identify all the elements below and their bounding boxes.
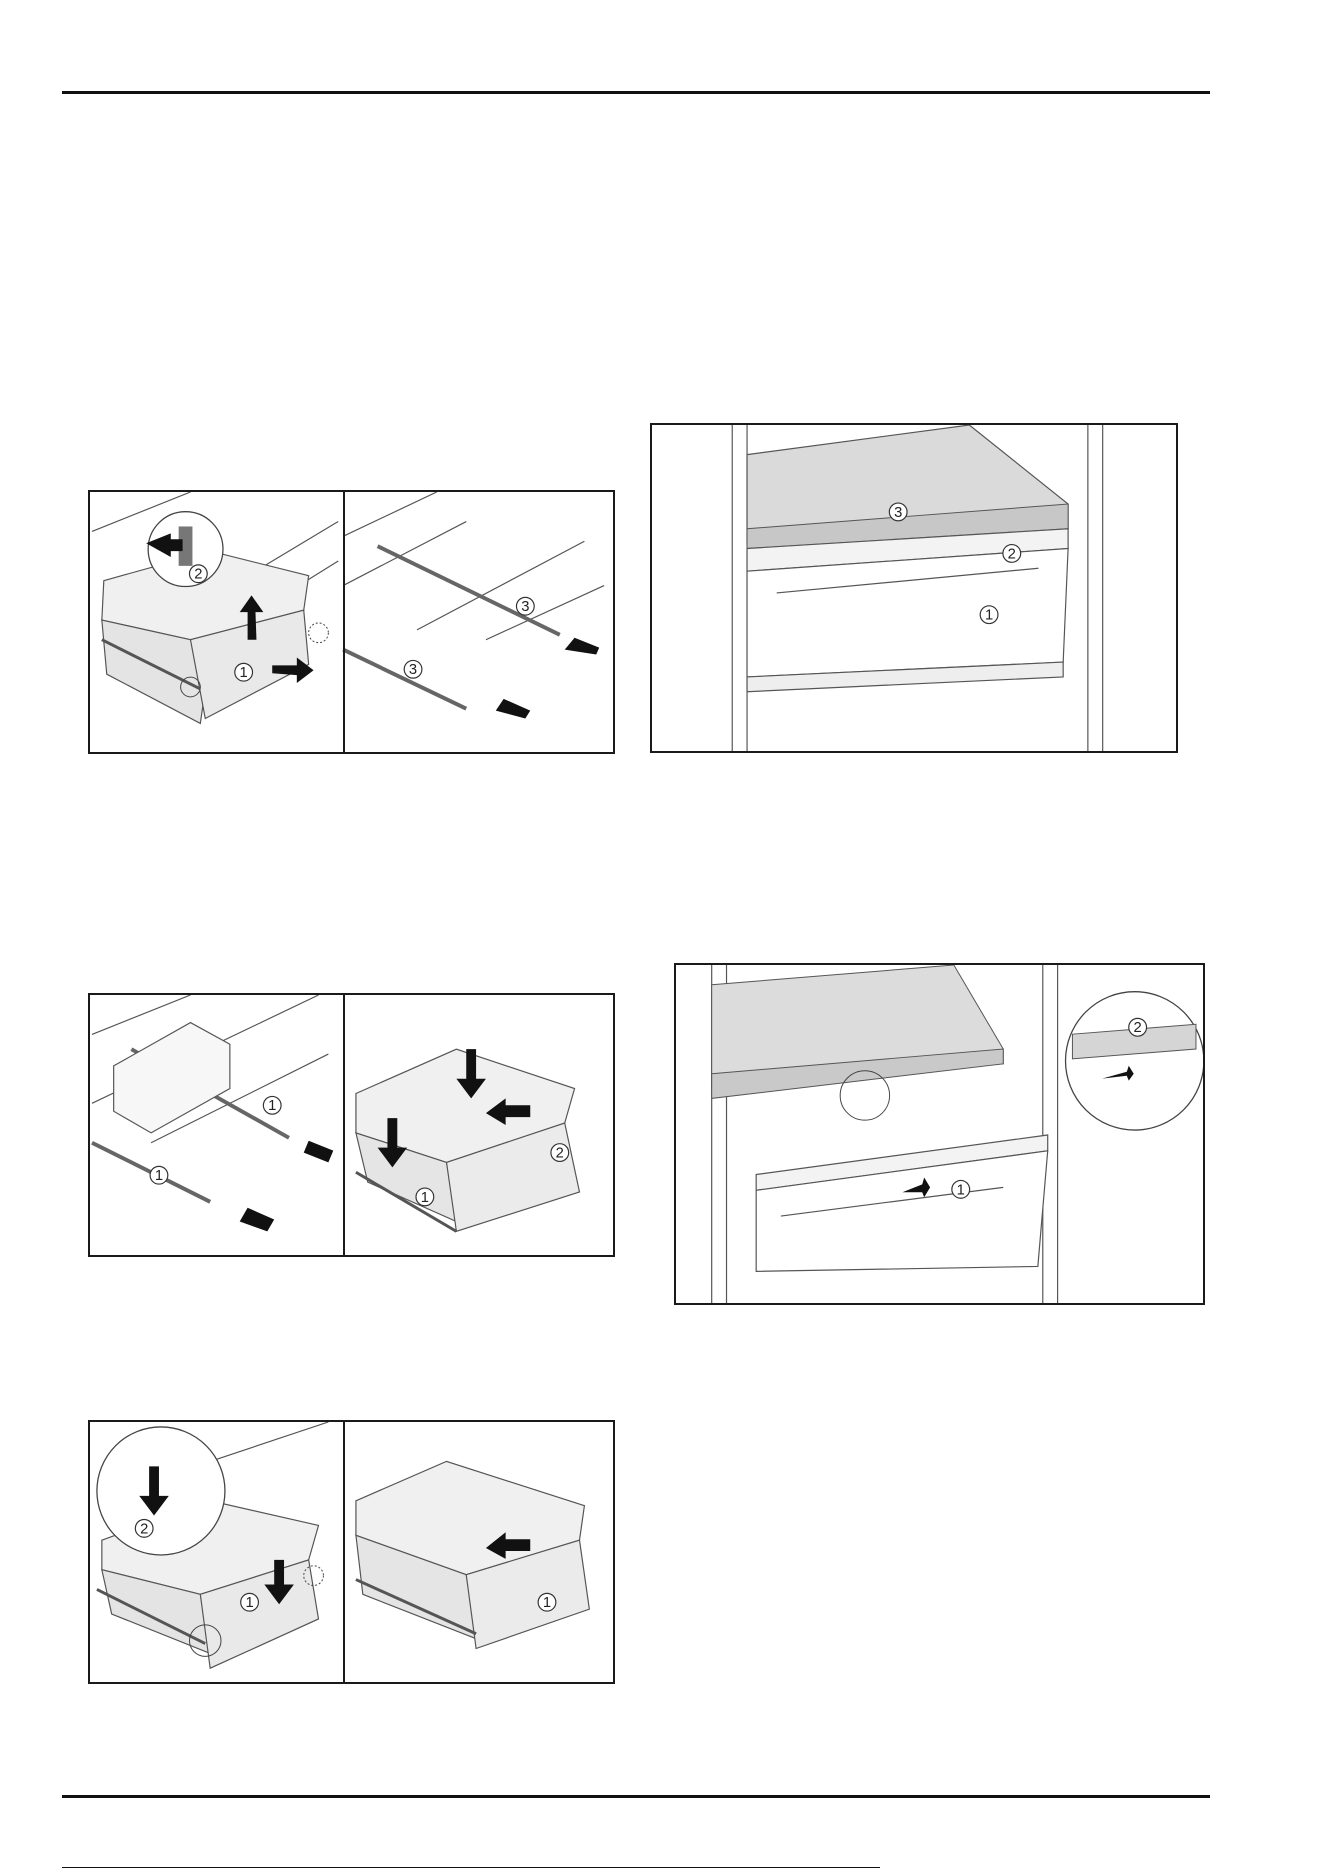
figure-drawer-insert: 1 1 2 1 <box>88 993 615 1257</box>
svg-text:1: 1 <box>957 1182 965 1198</box>
callout-circle: 1 <box>952 1180 970 1198</box>
svg-text:2: 2 <box>194 567 202 583</box>
svg-text:1: 1 <box>245 1595 253 1611</box>
header-rule <box>62 91 1210 94</box>
svg-text:3: 3 <box>409 662 417 678</box>
footer-rule <box>62 1795 1210 1798</box>
callout-circle: 1 <box>263 1096 281 1114</box>
callout-circle: 1 <box>241 1593 259 1611</box>
callout-circle: 1 <box>538 1593 556 1611</box>
callout-circle: 2 <box>1129 1018 1147 1036</box>
callout-circle: 2 <box>551 1144 569 1162</box>
svg-text:2: 2 <box>1008 546 1016 562</box>
figure-drawer-removal: 2 1 3 3 <box>88 490 615 754</box>
callout-circle: 1 <box>416 1188 434 1206</box>
svg-text:1: 1 <box>155 1168 163 1184</box>
svg-text:1: 1 <box>985 608 993 624</box>
callout-circle: 2 <box>1003 545 1021 563</box>
callout-circle: 3 <box>404 660 422 678</box>
figure-glass-shelf: 3 2 1 <box>650 423 1178 753</box>
svg-text:2: 2 <box>140 1521 148 1537</box>
figure-divider <box>343 492 345 752</box>
callout-circle: 3 <box>516 597 534 615</box>
figure-drawer-lock: 2 1 1 <box>88 1420 615 1684</box>
svg-text:1: 1 <box>268 1098 276 1114</box>
callout-circle: 3 <box>889 503 907 521</box>
callout-circle: 1 <box>235 663 253 681</box>
callout-circle: 1 <box>150 1166 168 1184</box>
callout-circle: 2 <box>189 565 207 583</box>
svg-text:2: 2 <box>556 1146 564 1162</box>
svg-text:3: 3 <box>894 505 902 521</box>
svg-text:2: 2 <box>1134 1020 1142 1036</box>
callout-circle: 1 <box>980 606 998 624</box>
svg-text:3: 3 <box>521 599 529 615</box>
svg-text:1: 1 <box>240 665 248 681</box>
footnote-rule <box>62 1867 880 1868</box>
svg-text:1: 1 <box>543 1595 551 1611</box>
callout-circle: 2 <box>135 1520 153 1538</box>
svg-text:1: 1 <box>421 1190 429 1206</box>
figure-divider <box>343 1422 345 1682</box>
figure-divider <box>343 995 345 1255</box>
figure-shelf-detail: 2 1 <box>674 963 1205 1305</box>
